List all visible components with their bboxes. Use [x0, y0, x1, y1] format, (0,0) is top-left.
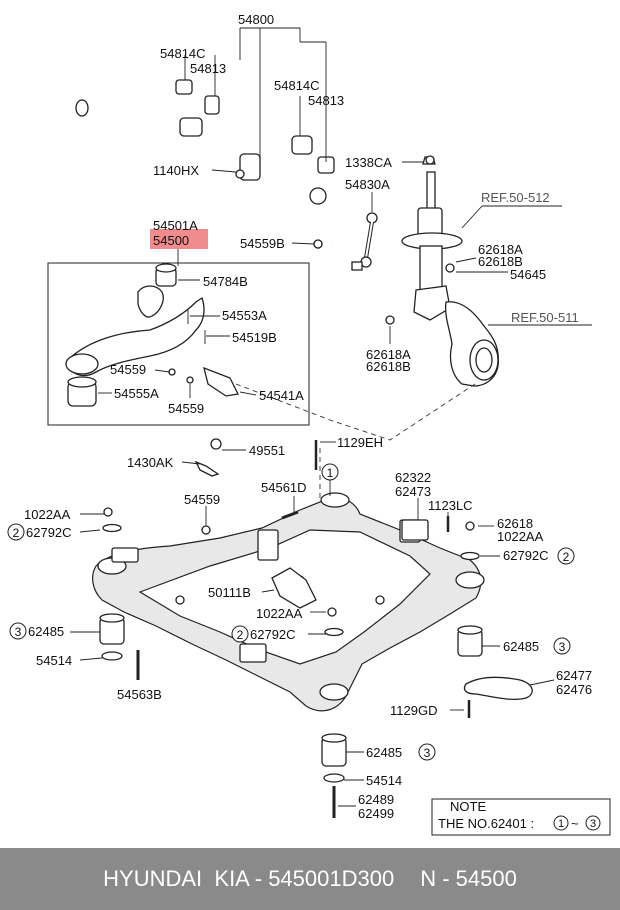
label-54813: 54813	[190, 61, 226, 76]
label-54784B: 54784B	[203, 274, 248, 289]
label-62618B: 62618B	[366, 359, 411, 374]
label-62489: 62489	[358, 792, 394, 807]
label-1022AA: 1022AA	[24, 507, 71, 522]
fasteners	[103, 155, 475, 718]
label-54500: 54500	[153, 233, 189, 248]
plate-50111B	[271, 567, 317, 609]
label-1129EH: 1129EH	[337, 435, 383, 450]
label-62792C: 62792C	[250, 627, 296, 642]
lower-control-arm	[65, 263, 239, 407]
label-62618A: 62618A	[478, 242, 523, 257]
circle-3: 3	[559, 640, 566, 654]
label-1338CA: 1338CA	[345, 155, 392, 170]
label-1140HX: 1140HX	[153, 163, 199, 178]
label-1022AA: 1022AA	[256, 606, 303, 621]
label-54813: 54813	[308, 93, 344, 108]
lower-arm-box	[47, 262, 310, 426]
label-62476: 62476	[556, 682, 592, 697]
label-62618A: 62618A	[366, 347, 411, 362]
label-1430AK: 1430AK	[127, 455, 174, 470]
label-54559: 54559	[168, 401, 204, 416]
steering-knuckle	[444, 301, 500, 387]
footer-n-ref: N - 54500	[420, 866, 517, 891]
label-50111B: 50111B	[208, 585, 251, 600]
note-sep: ~	[571, 816, 579, 831]
mount-right	[457, 551, 483, 657]
label-49551: 49551	[249, 443, 285, 458]
label-62485: 62485	[28, 624, 64, 639]
label-ref-50-511: REF.50-511	[511, 310, 579, 325]
label-62485: 62485	[503, 639, 539, 654]
leader-lines	[70, 27, 592, 807]
label-62792C: 62792C	[503, 548, 549, 563]
label-54541A: 54541A	[259, 388, 304, 403]
label-62485: 62485	[366, 745, 402, 760]
label-54559: 54559	[184, 492, 220, 507]
label-62322: 62322	[395, 470, 431, 485]
footer-part-ref: HYUNDAI KIA - 545001D300	[103, 866, 395, 891]
mount-left	[99, 523, 140, 680]
label-54559: 54559	[110, 362, 146, 377]
label-54814C: 54814C	[160, 46, 206, 61]
label-62477: 62477	[556, 668, 592, 683]
label-54553A: 54553A	[222, 308, 267, 323]
circle-3: 3	[424, 746, 431, 760]
label-54514: 54514	[366, 773, 402, 788]
highlight-54500	[150, 229, 208, 249]
stabilizer-link	[351, 212, 378, 271]
label-62618B: 62618B	[478, 254, 523, 269]
label-62618: 62618	[497, 516, 533, 531]
note-title: NOTE	[450, 799, 486, 814]
label-ref-50-512: REF.50-512	[481, 190, 550, 205]
label-62792C: 62792C	[26, 525, 72, 540]
footer-bar: HYUNDAI KIA - 545001D300 N - 54500	[0, 848, 620, 910]
circled-refs: 1 2 2 2 3 3 3	[7, 463, 575, 761]
strut-assembly	[401, 156, 463, 321]
note-text: THE NO.62401 :	[438, 816, 534, 831]
label-54559B: 54559B	[240, 236, 285, 251]
label-54561D: 54561D	[261, 480, 307, 495]
label-54519B: 54519B	[232, 330, 277, 345]
label-1022AA: 1022AA	[497, 529, 544, 544]
circle-1: 1	[327, 466, 334, 480]
arm-62477	[463, 676, 533, 700]
label-54501A: 54501A	[153, 218, 198, 233]
exploded-parts-diagram: 54800 54814C 54813 54814C 54813 1140HX 1…	[7, 12, 611, 836]
label-62499: 62499	[358, 806, 394, 821]
label-62473: 62473	[395, 484, 431, 499]
label-54563B: 54563B	[117, 687, 162, 702]
label-54555A: 54555A	[114, 386, 159, 401]
circle-2: 2	[13, 526, 20, 540]
label-54514: 54514	[36, 653, 72, 668]
circle-3: 3	[15, 625, 22, 639]
label-54830A: 54830A	[345, 177, 390, 192]
label-1123LC: 1123LC	[428, 498, 473, 513]
label-54814C: 54814C	[274, 78, 320, 93]
label-54800: 54800	[238, 12, 274, 27]
stabilizer-bar	[75, 79, 335, 249]
circle-2: 2	[563, 550, 570, 564]
bracket-62322	[401, 519, 429, 541]
note-box: NOTE THE NO.62401 : 1 ~ 3	[431, 798, 611, 836]
note-circle-to: 3	[590, 818, 596, 830]
note-circle-from: 1	[558, 818, 564, 830]
circle-2: 2	[237, 628, 244, 642]
label-54645: 54645	[510, 267, 546, 282]
part-labels: 54800 54814C 54813 54814C 54813 1140HX 1…	[24, 12, 592, 821]
label-1129GD: 1129GD	[390, 703, 437, 718]
